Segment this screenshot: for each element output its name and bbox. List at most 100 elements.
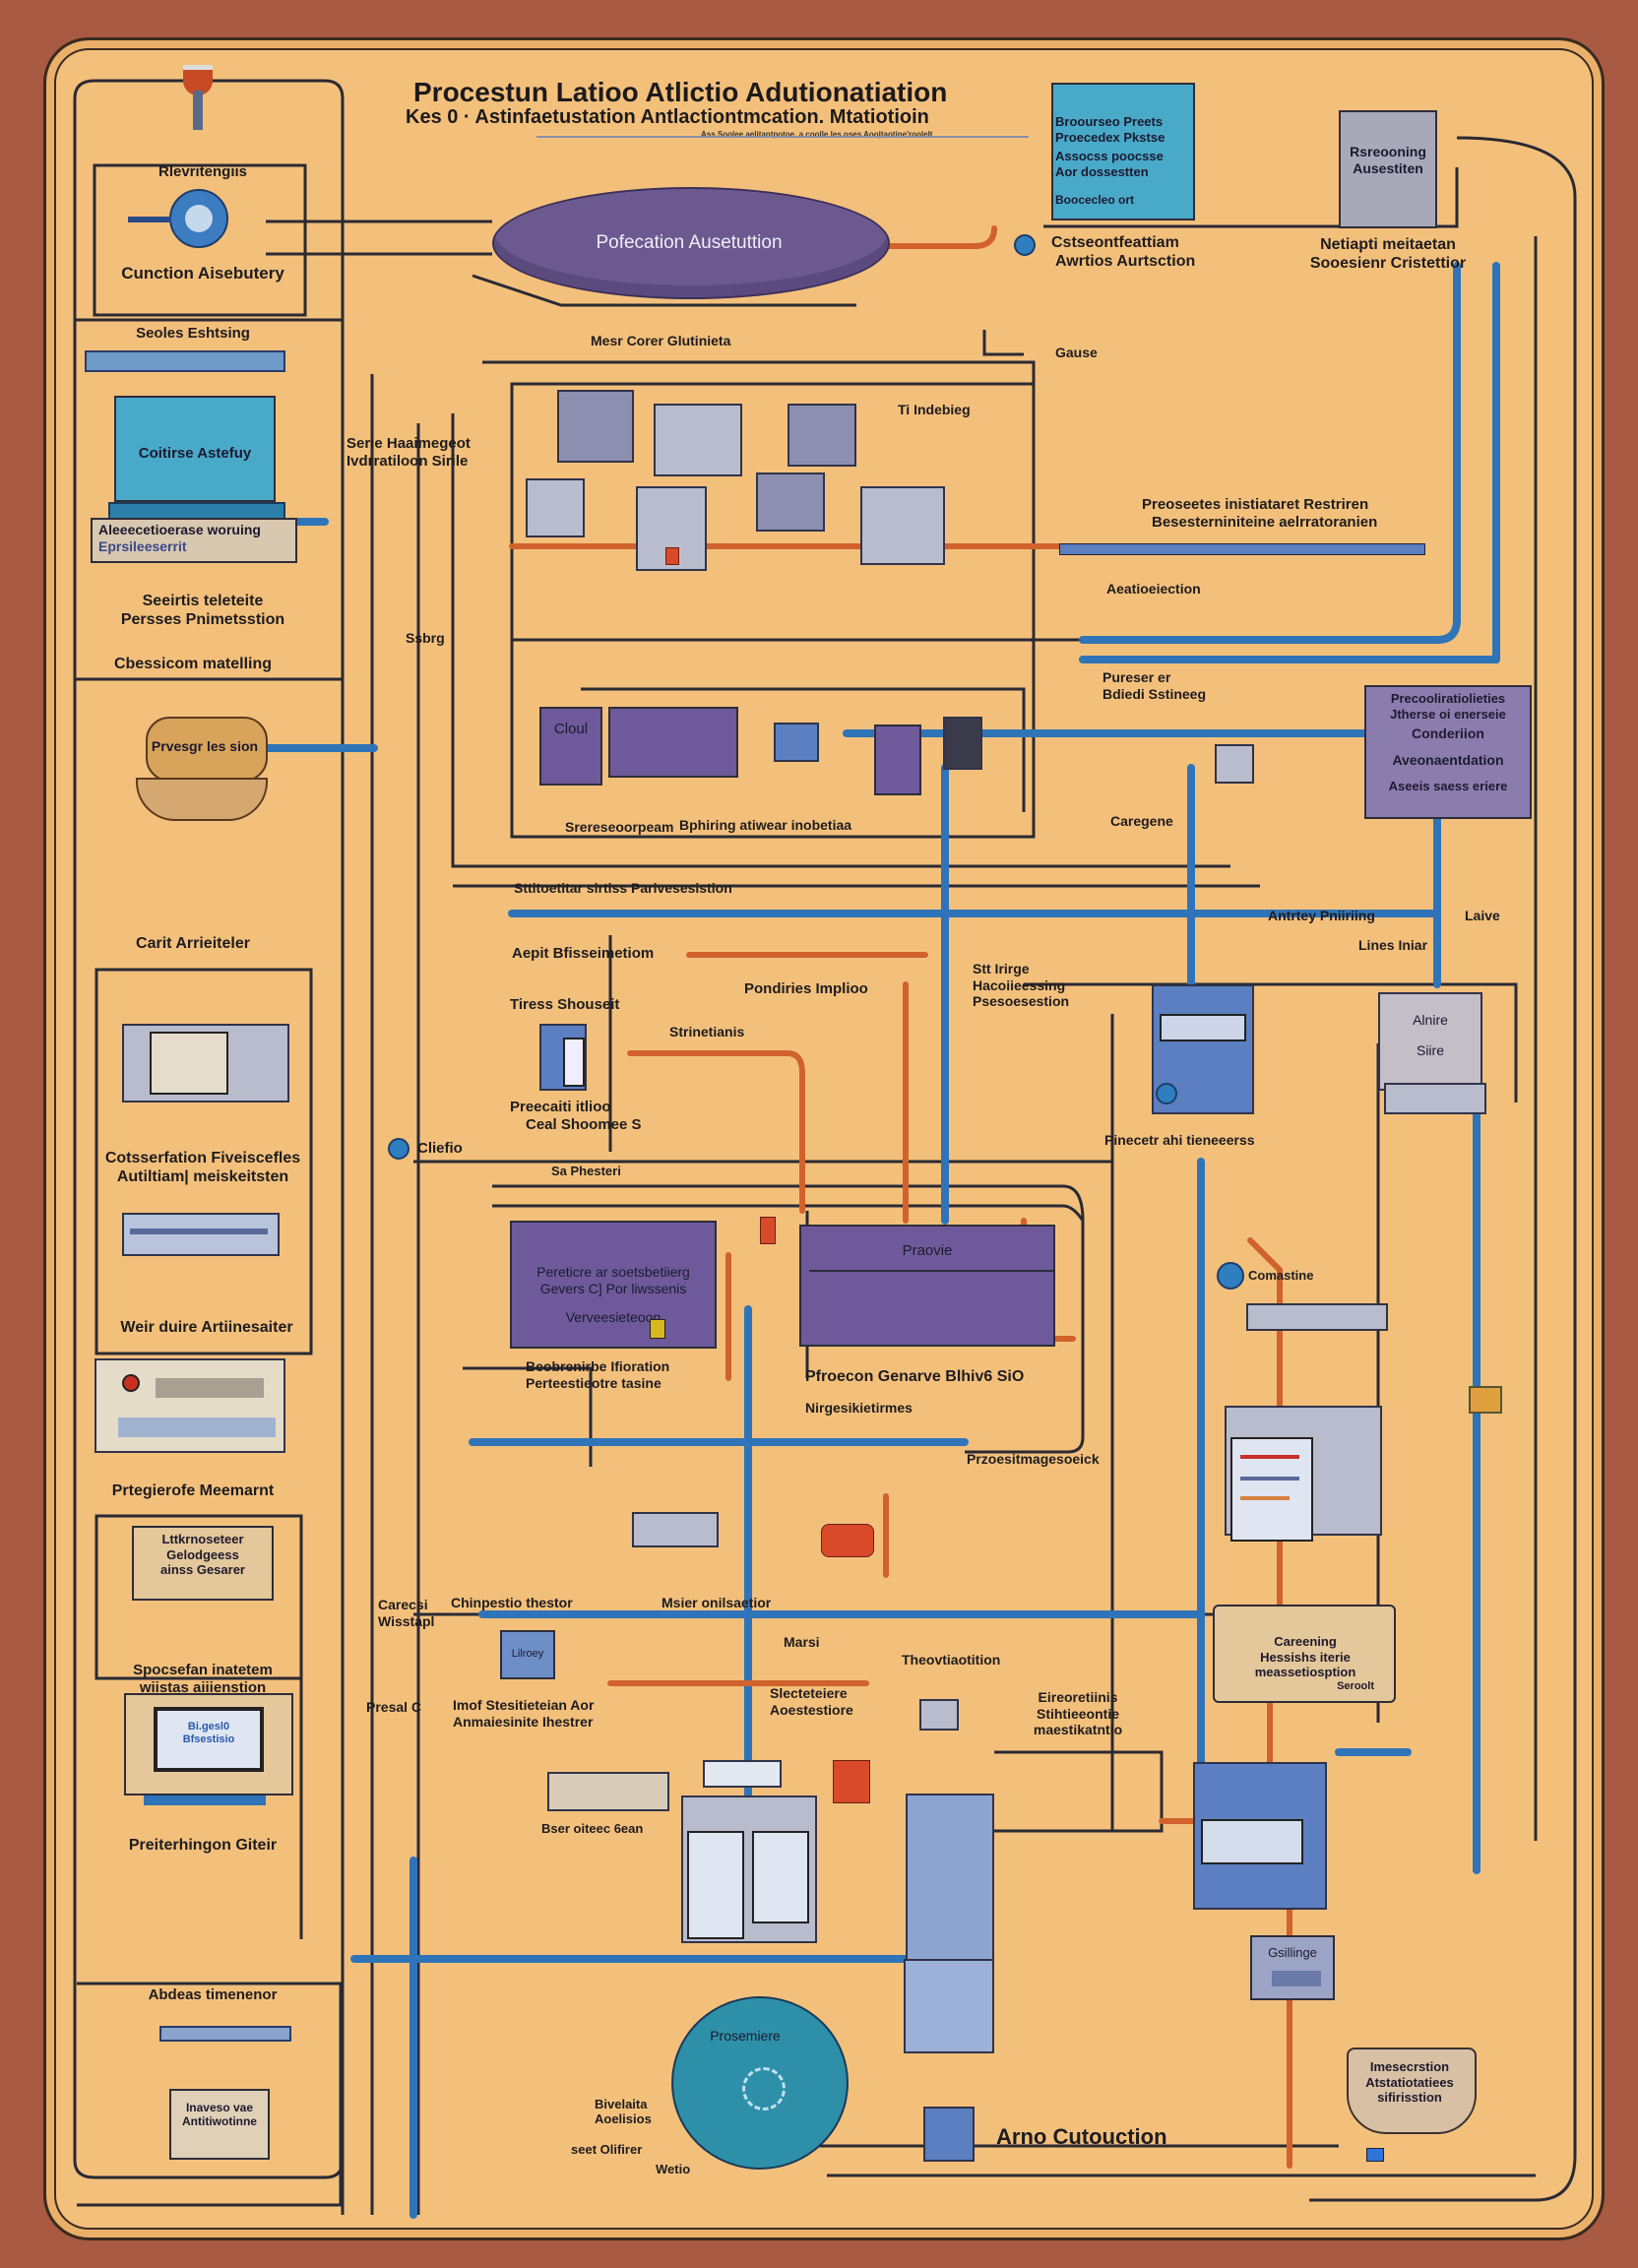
- aeal-label: Aeatioeiection: [1106, 581, 1201, 597]
- red-pump[interactable]: [821, 1524, 874, 1557]
- polidries-label: Pondiries Implioo: [744, 980, 868, 997]
- comastine-valve-icon[interactable]: [1217, 1262, 1244, 1290]
- diagram-subtitle: Kes 0 · Astinfaetustation Antlactiontmca…: [406, 106, 929, 128]
- sicetie-label: Slecteteiere Aoestestiore: [770, 1685, 853, 1718]
- careening-panel[interactable]: [1213, 1605, 1396, 1703]
- preset-label: Pureser er Bdiedi Sstineeg: [1102, 669, 1207, 702]
- readout-bar: [130, 1228, 268, 1234]
- equipment-unit-3[interactable]: [788, 404, 856, 467]
- cloud-unit-3[interactable]: [874, 724, 921, 795]
- strinetanis-label: Strinetianis: [669, 1024, 745, 1040]
- right-cabinet-gauge-icon: [1156, 1083, 1177, 1104]
- bottom-left-conveyor[interactable]: [547, 1772, 669, 1811]
- monitor-stand: [144, 1796, 266, 1805]
- equipment-unit-4[interactable]: [526, 478, 585, 537]
- latve-label: Laive: [1465, 908, 1500, 923]
- top-teal-panel-text: Broourseo Preets Proecedex Pkstse Assocs…: [1055, 114, 1166, 208]
- left-caption-1: Seeirtis teleteite Persses Pnimetsstion: [120, 593, 285, 628]
- aldre-unit-text: Alnire Siire: [1413, 1012, 1448, 1058]
- top-gray-caption: Netiapti meitaetan Sooesienr Cristettior: [1309, 236, 1467, 272]
- main-tank[interactable]: [492, 187, 890, 299]
- equipment-unit-2[interactable]: [654, 404, 742, 476]
- diagram-caption: Ass Soolee aelitantpotoe, a coolle les o…: [701, 130, 933, 139]
- right-orange-fitting: [1469, 1386, 1502, 1414]
- pressure-tank-label: Prvesgr les sion: [151, 738, 259, 754]
- left-group-title: Rlevritengiis: [158, 163, 248, 180]
- bottom-right-cabinet-2[interactable]: [904, 1959, 994, 2053]
- right-mid-conveyor[interactable]: [1059, 543, 1425, 555]
- equipment-unit-7[interactable]: [860, 486, 945, 565]
- mid-header-label: Mesr Corer Glutinieta: [591, 333, 731, 348]
- gause-label: Gause: [1055, 345, 1098, 360]
- left-teal-panel[interactable]: [114, 396, 276, 502]
- lamp-stem: [193, 91, 203, 130]
- cloud-caption-1: Srereseoorpeam: [565, 819, 674, 835]
- prergie-label: Prtegierofe Meemarnt: [111, 1482, 275, 1499]
- aldre-base: [1384, 1083, 1486, 1114]
- tiress-cabinet-panel: [563, 1038, 585, 1087]
- cohs-label: Cotsserfation Fiveiscefles Autiltiam| me…: [104, 1150, 301, 1185]
- inave-panel-text: Inaveso vae Antitiwotinne: [182, 2101, 257, 2129]
- left-readout-panel[interactable]: [122, 1213, 280, 1256]
- preccal-label: Preecaiti itlioo Ceal Shoomee S: [510, 1099, 642, 1133]
- purple-left-panel-text: Pereticre ar soetsbetiierg Gevers C] Por…: [536, 1264, 690, 1325]
- armo-cabinet[interactable]: [923, 2107, 975, 2162]
- tiree-small-device[interactable]: [919, 1699, 959, 1731]
- rack-red-indicator: [122, 1374, 140, 1392]
- left-cabinet-screen: [150, 1032, 228, 1095]
- tank-valve-icon[interactable]: [1014, 234, 1036, 256]
- careening-panel-text: Careening Hessishs iterie meassetiosptio…: [1254, 1634, 1374, 1692]
- right-purple-panel-text: Precooliratiolieties Jtherse oi enerseie…: [1388, 691, 1508, 793]
- lower-mid-device[interactable]: [632, 1512, 719, 1547]
- gallinge-panel-label: Gsillinge: [1268, 1945, 1317, 1960]
- imeserction-tank[interactable]: [1347, 2048, 1477, 2134]
- left-bar-title: Seoles Eshtsing: [136, 325, 250, 342]
- dial-center: [185, 205, 213, 232]
- right-cabinet-display: [1160, 1014, 1246, 1041]
- weir-label: Weir duire Artiinesaiter: [120, 1319, 293, 1336]
- right-conveyor-unit[interactable]: [1246, 1303, 1388, 1331]
- top-teal-panel[interactable]: [1051, 83, 1195, 220]
- pressure-tank-base: [136, 778, 268, 821]
- lamp-fixture-icon: [183, 65, 213, 95]
- gallinge-display: [1272, 1971, 1321, 1986]
- seet-label: seet Olifirer: [571, 2142, 643, 2157]
- processor-disc-emblem: [742, 2067, 786, 2110]
- inoey-box-label: Lilroey: [511, 1648, 544, 1660]
- armo-label: Arno Cutouction: [996, 2124, 1167, 2149]
- top-gray-panel[interactable]: [1339, 110, 1437, 228]
- ssbrg-label: Ssbrg: [406, 630, 445, 646]
- inave-panel[interactable]: [169, 2089, 270, 2160]
- abdeas-gauge-bar[interactable]: [159, 2026, 291, 2042]
- left-info-panel[interactable]: [91, 518, 297, 563]
- processor-disc[interactable]: [671, 1996, 849, 2170]
- left-slider-bar[interactable]: [85, 350, 285, 372]
- right-mid-label: Preoseetes inistiataret Restriren Besest…: [1142, 496, 1378, 531]
- gallinge-panel[interactable]: [1250, 1935, 1335, 2000]
- caresi-label: Carecsi Wisstapl: [378, 1597, 435, 1629]
- equipment-unit-1[interactable]: [557, 390, 634, 463]
- inoey-box[interactable]: [500, 1630, 555, 1679]
- bottom-server-top[interactable]: [703, 1760, 782, 1788]
- cloud-unit-large[interactable]: [608, 707, 738, 778]
- bottom-red-panel: [833, 1760, 870, 1803]
- right-purple-panel[interactable]: [1364, 685, 1532, 819]
- monitor-screen: [154, 1707, 264, 1772]
- purple-left-panel[interactable]: [510, 1221, 717, 1349]
- embrosser-panel[interactable]: [132, 1526, 274, 1601]
- cliefio-valve-icon[interactable]: [388, 1138, 410, 1160]
- purple-right-panel[interactable]: [799, 1225, 1055, 1347]
- bottom-right-cabinet[interactable]: [906, 1794, 994, 1961]
- right-junction-box[interactable]: [1215, 744, 1254, 784]
- cloud-unit-small[interactable]: [774, 723, 819, 762]
- cloud-box[interactable]: [539, 707, 602, 786]
- abdeas-label: Abdeas timenenor: [148, 1986, 278, 2003]
- equipment-unit-6[interactable]: [756, 472, 825, 532]
- left-teal-panel-label: Coitirse Astefuy: [138, 445, 252, 462]
- left-rack-unit[interactable]: [94, 1358, 285, 1453]
- right-bottom-screen: [1201, 1819, 1303, 1864]
- cloud-monitor[interactable]: [943, 717, 982, 770]
- tiress-label: Tiress Shouseit: [510, 996, 620, 1013]
- caregene-label: Caregene: [1110, 813, 1173, 829]
- cloud-caption-2: Bphiring atiwear inobetiaa: [679, 817, 852, 833]
